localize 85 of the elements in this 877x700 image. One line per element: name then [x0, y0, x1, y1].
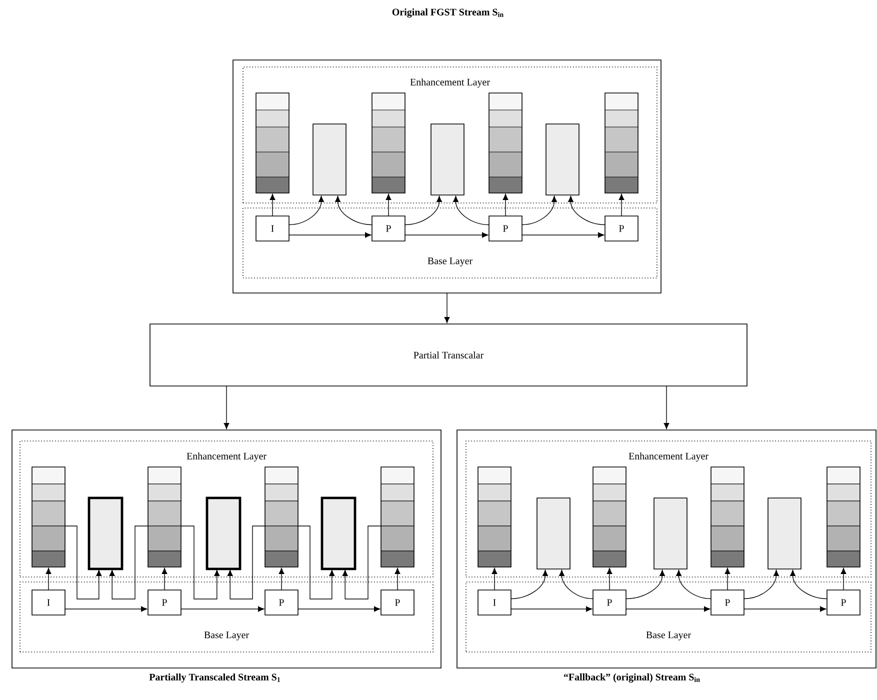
frame-box: P: [264, 590, 298, 616]
arrow: [109, 526, 148, 600]
arrow: [664, 386, 670, 430]
frame-bar: [536, 498, 570, 570]
stacked-frame-bar: [380, 466, 414, 568]
arrow: [502, 194, 508, 216]
arrow: [180, 526, 220, 600]
arrow: [790, 570, 828, 600]
arrow: [522, 232, 604, 238]
arrow: [386, 194, 392, 216]
frame-bar: [768, 498, 802, 570]
panel-caption: “Fallback” (original) Stream S$_{in}$: [564, 673, 700, 683]
frame-box: P: [826, 590, 860, 616]
transcalar-box: Partial Transcalar: [150, 324, 748, 386]
frame-box: P: [604, 216, 638, 242]
arrow: [224, 386, 230, 430]
arrow: [270, 194, 276, 216]
arrow: [626, 570, 665, 600]
arrow: [724, 568, 730, 590]
arrow: [342, 526, 382, 600]
frame-box: P: [372, 216, 406, 242]
frame-box: P: [488, 216, 522, 242]
stacked-frame-bar: [488, 92, 522, 194]
panel-caption: Original FGST Stream S$_{in}$: [392, 8, 504, 18]
arrow: [676, 570, 712, 600]
arrow: [840, 568, 846, 590]
frame-bar: [88, 496, 124, 570]
layer-label: Enhancement Layer: [186, 452, 266, 462]
arrow: [227, 526, 266, 600]
stacked-frame-bar: [710, 466, 744, 568]
arrow: [606, 568, 612, 590]
layer-label: Enhancement Layer: [628, 452, 708, 462]
stacked-frame-bar: [592, 466, 626, 568]
arrow: [298, 526, 335, 600]
frame-bar: [206, 496, 242, 570]
stacked-frame-bar: [264, 466, 298, 568]
arrow: [288, 196, 324, 226]
layer-label: Base Layer: [204, 632, 249, 640]
frame-bar: [320, 496, 356, 570]
arrow: [744, 606, 826, 612]
frame-box: I: [478, 590, 512, 616]
arrow: [559, 570, 594, 600]
frame-bar: [654, 498, 688, 570]
arrow: [568, 196, 606, 226]
stacked-frame-bar: [826, 466, 860, 568]
frame-bar: [546, 124, 580, 196]
frame-box: P: [380, 590, 414, 616]
arrow: [510, 570, 548, 600]
arrow: [394, 568, 400, 590]
arrow: [180, 606, 264, 612]
arrow: [64, 526, 102, 600]
arrow: [298, 606, 380, 612]
arrow: [46, 568, 52, 590]
arrow: [278, 568, 284, 590]
stacked-frame-bar: [256, 92, 290, 194]
arrow: [510, 606, 592, 612]
stacked-frame-bar: [478, 466, 512, 568]
layer-label: Enhancement Layer: [410, 78, 490, 88]
arrow: [744, 570, 779, 600]
stacked-frame-bar: [32, 466, 66, 568]
frame-box: P: [710, 590, 744, 616]
frame-box: I: [32, 590, 66, 616]
arrow: [162, 568, 168, 590]
arrow: [626, 606, 710, 612]
panel-caption: Partially Transcaled Stream S$_{1}$: [149, 673, 280, 683]
arrow: [404, 232, 488, 238]
layer-label: Base Layer: [428, 258, 472, 266]
arrow: [64, 606, 148, 612]
frame-box: P: [148, 590, 182, 616]
arrow: [618, 194, 624, 216]
frame-bar: [312, 124, 346, 196]
arrow: [492, 568, 498, 590]
arrow: [335, 196, 372, 226]
frame-bar: [430, 124, 464, 196]
arrow: [444, 292, 450, 324]
frame-box: I: [256, 216, 290, 242]
stacked-frame-bar: [372, 92, 406, 194]
frame-box: P: [592, 590, 626, 616]
arrow: [288, 232, 372, 238]
stacked-frame-bar: [148, 466, 182, 568]
arrow: [404, 196, 442, 226]
layer-label: Base Layer: [646, 632, 691, 640]
arrow: [522, 196, 557, 226]
arrow: [453, 196, 490, 226]
stacked-frame-bar: [604, 92, 638, 194]
